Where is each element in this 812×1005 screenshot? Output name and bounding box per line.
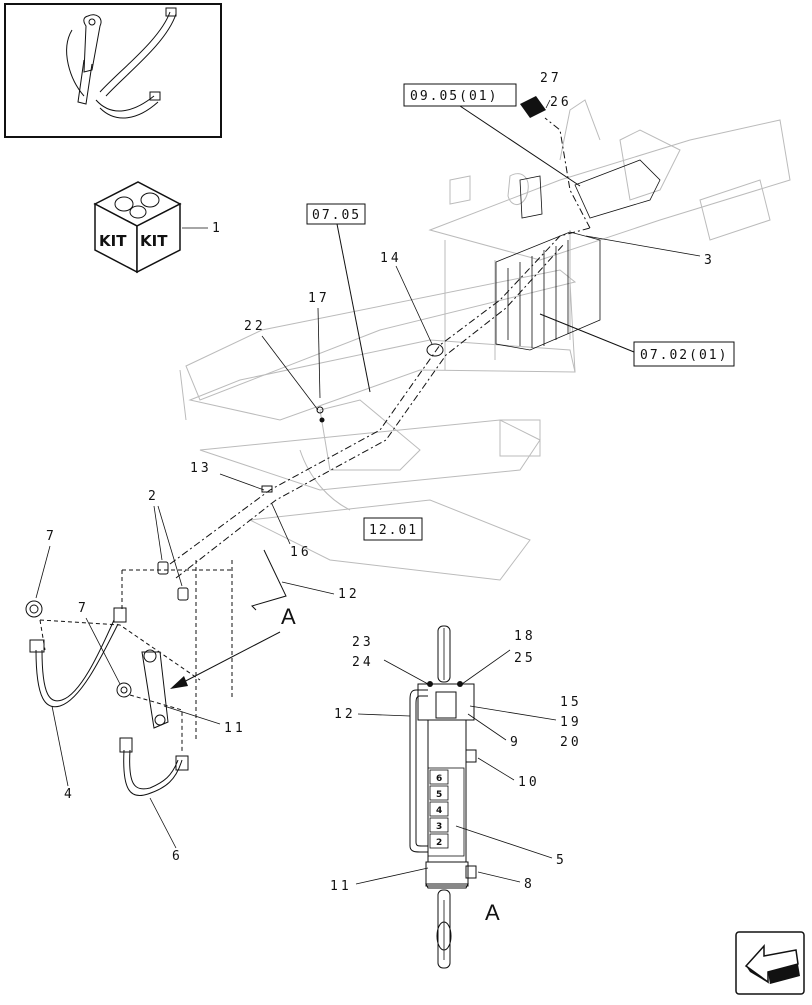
gauge-mark-3: 3: [436, 822, 442, 832]
callout-3: 3: [704, 253, 715, 268]
callout-10: 10: [518, 775, 540, 790]
reference-box-07-05[interactable]: 07.05: [306, 203, 366, 225]
reference-box-09-05[interactable]: 09.05(01): [403, 83, 517, 107]
section-arrow-a[interactable]: [170, 631, 281, 689]
callout-14: 14: [380, 251, 402, 266]
gauge-mark-6: 6: [436, 774, 442, 784]
callout-15: 15: [560, 695, 582, 710]
callout-6: 6: [172, 849, 183, 864]
gauge-rod-12: [251, 549, 287, 611]
callout-17: 17: [308, 291, 330, 306]
callout-12-main: 12: [338, 587, 360, 602]
callout-13: 13: [190, 461, 212, 476]
callout-9: 9: [510, 735, 521, 750]
elbow-fitting-2: [157, 561, 189, 601]
reference-box-12-01[interactable]: 12.01: [363, 517, 423, 541]
inset-thumbnail[interactable]: [4, 3, 222, 138]
callout-8: 8: [524, 877, 535, 892]
hose-6: [119, 737, 189, 796]
adapter-fitting-7: [25, 600, 132, 698]
hose-assembly-icon: [66, 7, 177, 119]
callout-20: 20: [560, 735, 582, 750]
kit-label-left: KIT: [99, 232, 127, 250]
callout-12-detail: 12: [334, 707, 356, 722]
callout-18: 18: [514, 629, 536, 644]
callout-22: 22: [244, 319, 266, 334]
callout-7-left: 7: [46, 529, 57, 544]
hose-4: [29, 607, 127, 708]
callout-11-main: 11: [224, 721, 246, 736]
detail-view-a: 6 5 4 3 2: [409, 625, 477, 969]
section-label-a-view: A: [485, 900, 500, 925]
reference-label: 12.01: [369, 523, 418, 538]
callout-26: 26: [550, 95, 572, 110]
callout-4: 4: [64, 787, 75, 802]
callout-19: 19: [560, 715, 582, 730]
gauge-mark-2: 2: [436, 838, 442, 848]
callout-27: 27: [540, 71, 562, 86]
callout-1: 1: [212, 221, 223, 236]
quick-coupler-icon: [520, 96, 551, 118]
clamp-ring: [426, 343, 444, 357]
callout-24: 24: [352, 655, 374, 670]
gauge-scale: 6 5 4 3 2: [429, 769, 449, 849]
kit-label-right: KIT: [140, 232, 168, 250]
reference-label: 07.05: [312, 208, 361, 223]
tractor-frame-outline: [179, 99, 791, 581]
gauge-mark-4: 4: [436, 806, 442, 816]
kit-box-icon: KIT KIT: [93, 181, 182, 274]
control-valve-block: [495, 159, 661, 351]
reference-box-07-02[interactable]: 07.02(01): [633, 341, 735, 367]
callout-25: 25: [514, 651, 536, 666]
callouts: 1 27 26 3 14 17 22 13 16 2 7 7 12 11: [35, 71, 715, 864]
callout-16: 16: [290, 545, 312, 560]
callout-7-right: 7: [78, 601, 89, 616]
reference-label: 09.05(01): [410, 89, 498, 104]
hydraulic-cylinder-11: [141, 649, 169, 729]
callout-11-detail: 11: [330, 879, 352, 894]
hose-routing: [39, 117, 591, 752]
callout-2: 2: [148, 489, 159, 504]
detail-callouts: 23 24 18 25 12 15 19 20 9 10 5 8 11: [330, 629, 582, 894]
section-label-a-arrow: A: [281, 604, 296, 629]
callout-23: 23: [352, 635, 374, 650]
callout-5: 5: [556, 853, 567, 868]
gauge-mark-5: 5: [436, 790, 442, 800]
reference-label: 07.02(01): [640, 348, 728, 363]
navigation-arrow-icon[interactable]: [735, 931, 805, 995]
